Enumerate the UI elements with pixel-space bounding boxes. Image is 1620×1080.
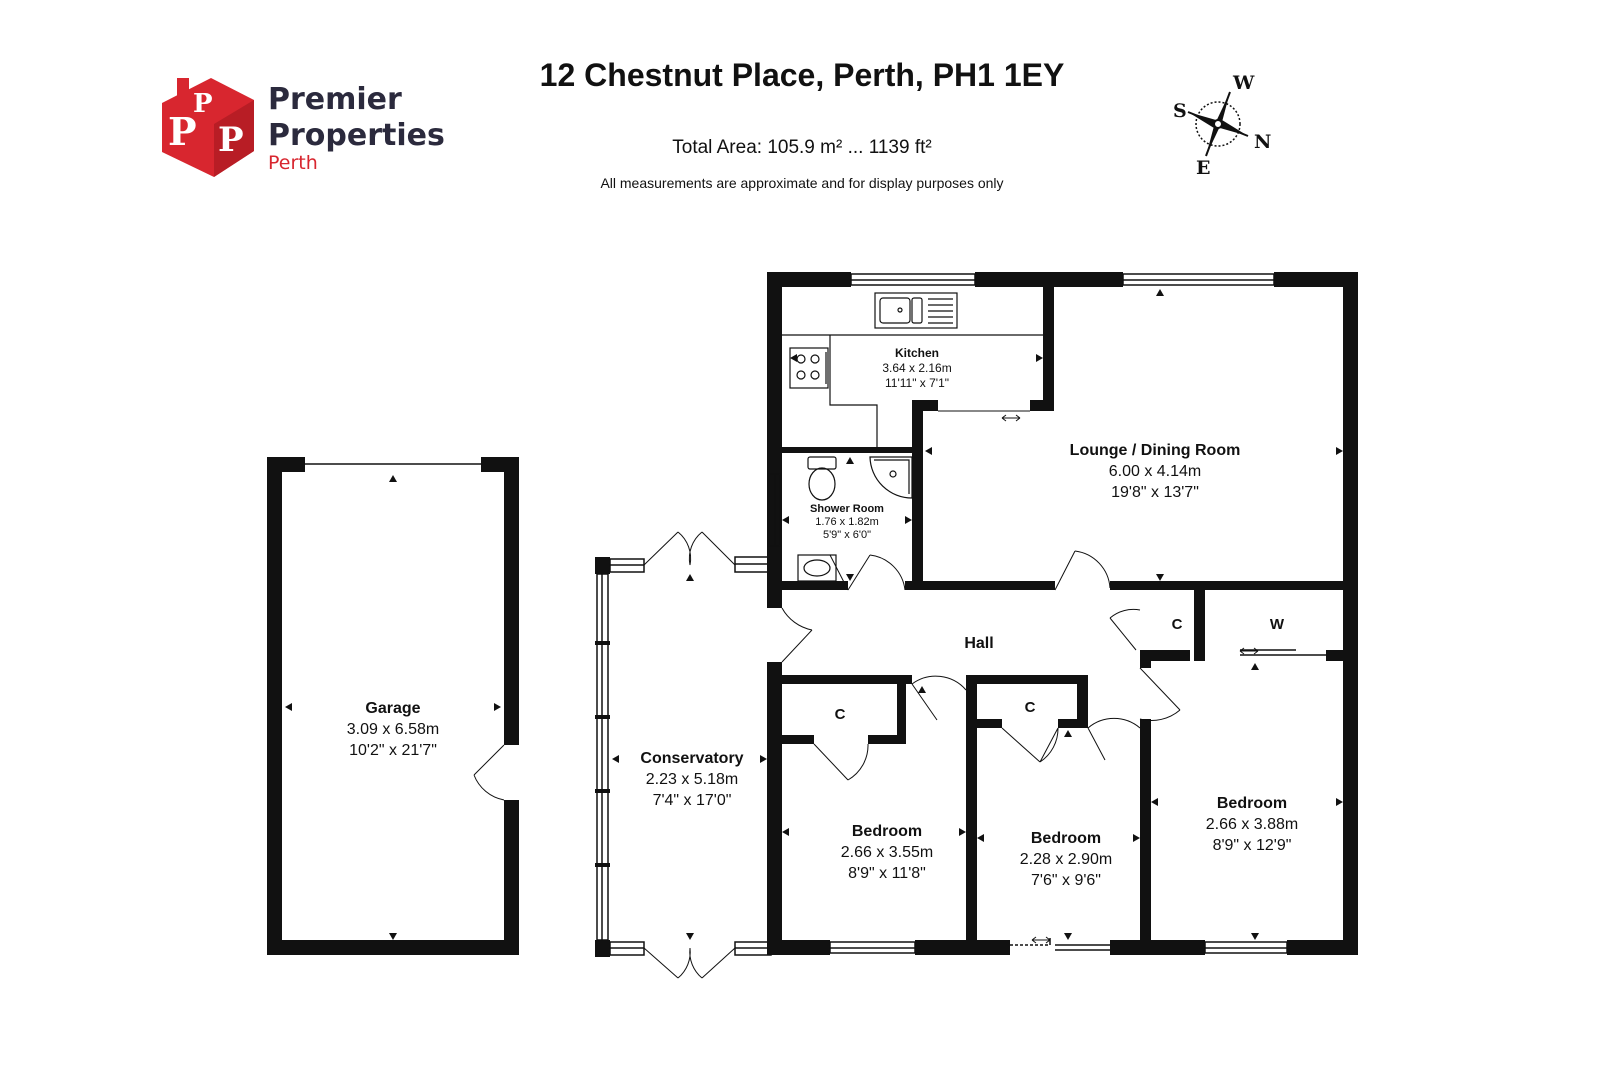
bedroom1-cupboard-name: C: [835, 706, 846, 723]
conservatory-metric: 2.23 x 5.18m: [646, 771, 739, 788]
room-shower: Shower Room 1.76 x 1.82m 5'9" x 6'0": [810, 503, 884, 541]
page-title: 12 Chestnut Place, Perth, PH1 1EY: [540, 57, 1065, 93]
washbasin-icon: [797, 554, 837, 582]
kitchen-hob-icon: [789, 347, 829, 389]
garage-walls: [267, 457, 519, 955]
lounge-name: Lounge / Dining Room: [1070, 442, 1241, 459]
compass-north-label: N: [1254, 131, 1271, 153]
room-garage: Garage 3.09 x 6.58m 10'2" x 21'7": [347, 700, 440, 759]
shower-room-fittings: [797, 456, 913, 582]
wardrobe-name: W: [1270, 616, 1285, 633]
bedroom3-name: Bedroom: [1217, 795, 1287, 812]
sliding-arrows: [1001, 414, 1259, 944]
total-area: Total Area: 105.9 m² ... 1139 ft²: [672, 137, 931, 158]
room-bedroom-1: Bedroom 2.66 x 3.55m 8'9" x 11'8": [841, 823, 934, 882]
shower-tray-icon: [869, 456, 913, 499]
logo-monogram-top: P: [193, 89, 213, 119]
bedroom1-imperial: 8'9" x 11'8": [848, 865, 926, 882]
lounge-imperial: 19'8" x 13'7": [1111, 484, 1199, 501]
company-logo: P P P Premier Properties Perth: [162, 78, 445, 177]
bedroom3-imperial: 8'9" x 12'9": [1213, 837, 1292, 854]
garage-name: Garage: [365, 700, 420, 717]
bedroom2-metric: 2.28 x 2.90m: [1020, 851, 1113, 868]
room-conservatory: Conservatory 2.23 x 5.18m 7'4" x 17'0": [640, 750, 743, 809]
bedroom1-name: Bedroom: [852, 823, 922, 840]
compass-east-label: E: [1196, 157, 1210, 179]
shower-metric: 1.76 x 1.82m: [815, 516, 879, 528]
bedroom1-metric: 2.66 x 3.55m: [841, 844, 934, 861]
house-logo-icon: P P P: [162, 78, 254, 177]
bedroom2-imperial: 7'6" x 9'6": [1031, 872, 1101, 889]
disclaimer-note: All measurements are approximate and for…: [600, 175, 1003, 191]
kitchen-imperial: 11'11" x 7'1": [885, 376, 949, 390]
toilet-cistern-icon: [807, 456, 837, 470]
hall-cupboard-name: C: [1172, 616, 1183, 633]
bedroom2-name: Bedroom: [1031, 830, 1101, 847]
shower-imperial: 5'9" x 6'0": [823, 529, 871, 541]
logo-monogram-left: P: [168, 109, 197, 154]
logo-line-properties: Properties: [268, 118, 445, 153]
kitchen-sink-icon: [874, 292, 958, 329]
house-windows: [768, 273, 1288, 954]
compass-south-label: S: [1173, 100, 1187, 122]
compass-icon: W S N E: [1173, 72, 1271, 179]
sliding-doors: [1010, 649, 1326, 951]
logo-monogram-right: P: [218, 120, 244, 160]
lounge-metric: 6.00 x 4.14m: [1109, 463, 1202, 480]
logo-line-perth: Perth: [268, 152, 318, 174]
room-bedroom-2: Bedroom 2.28 x 2.90m 7'6" x 9'6": [1020, 830, 1113, 889]
kitchen-fittings: [782, 292, 1043, 447]
garage-metric: 3.09 x 6.58m: [347, 721, 440, 738]
house-walls: [767, 272, 1358, 955]
kitchen-metric: 3.64 x 2.16m: [882, 361, 951, 375]
garage-side-door: [473, 744, 505, 801]
garage-imperial: 10'2" x 21'7": [349, 742, 437, 759]
toilet-icon: [808, 467, 836, 501]
house-doors: [781, 410, 1181, 781]
bedroom3-metric: 2.66 x 3.88m: [1206, 816, 1299, 833]
room-lounge: Lounge / Dining Room 6.00 x 4.14m 19'8" …: [1070, 442, 1241, 501]
dimension-markers: [285, 289, 1343, 940]
logo-line-premier: Premier: [268, 82, 402, 117]
conservatory-name: Conservatory: [640, 750, 743, 767]
shower-name: Shower Room: [810, 503, 884, 515]
conservatory-french-doors: [643, 531, 736, 979]
compass-west-label: W: [1232, 72, 1255, 94]
bedroom2-cupboard-name: C: [1025, 699, 1036, 716]
hall-name: Hall: [964, 635, 993, 652]
kitchen-name: Kitchen: [895, 346, 939, 360]
room-kitchen: Kitchen 3.64 x 2.16m 11'11" x 7'1": [882, 346, 951, 390]
conservatory-imperial: 7'4" x 17'0": [653, 792, 732, 809]
room-bedroom-3: Bedroom 2.66 x 3.88m 8'9" x 12'9": [1206, 795, 1299, 854]
